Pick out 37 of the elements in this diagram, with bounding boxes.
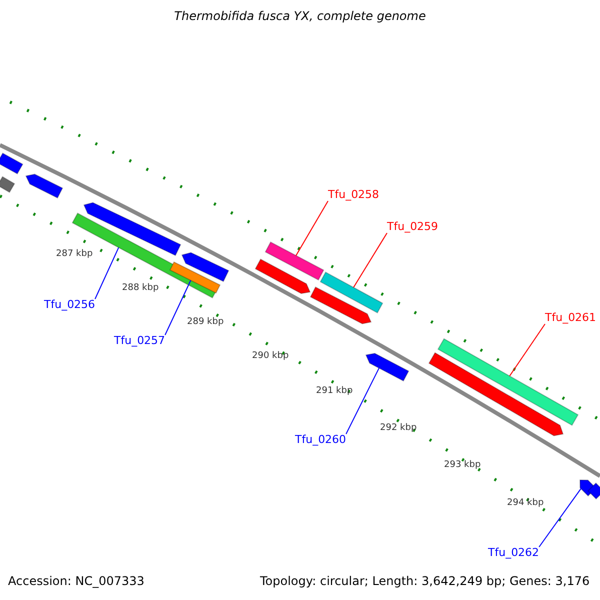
gene-label: Tfu_0259 [387,221,438,233]
leader-line [164,280,192,336]
gene-feature [264,241,324,281]
leader-line [509,324,546,377]
scale-label: 291 kbp [316,385,353,397]
gene-feature [437,338,579,426]
gene-feature [0,176,16,193]
footer-text: Accession: NC_007333 [8,574,144,588]
gene-feature [0,152,24,174]
scale-label: 287 kbp [56,248,93,260]
scale-label: 290 kbp [252,350,289,362]
gene-feature-pointed [428,352,564,436]
gene-feature-pointed [25,174,64,199]
gene-feature-pointed [254,258,311,294]
gene-label: Tfu_0257 [114,335,166,347]
scale-label: 292 kbp [380,422,417,434]
gene-label: Tfu_0256 [44,299,96,311]
leader-line [94,247,120,300]
gene-feature-pointed [310,286,372,324]
footer-text: Topology: circular; Length: 3,642,249 bp; Genes: 3,176 [260,574,590,588]
scale-label: 293 kbp [444,459,481,471]
scale-label: 289 kbp [187,316,224,328]
gene-feature [320,272,384,314]
scale-label: 288 kbp [122,282,159,294]
gene-label: Tfu_0261 [545,312,596,324]
title: Thermobifida fusca YX, complete genome [173,10,427,22]
gene-feature-pointed [181,252,230,282]
leader-line [353,232,388,288]
gene-label: Tfu_0260 [295,434,346,446]
gene-label: Tfu_0262 [488,547,540,559]
scale-label: 294 kbp [507,497,544,509]
gene-feature [587,482,600,500]
leader-line [296,200,328,256]
gene-feature-pointed [365,352,410,382]
leader-line [538,488,582,548]
leader-line [346,368,380,434]
gene-label: Tfu_0258 [328,189,380,201]
